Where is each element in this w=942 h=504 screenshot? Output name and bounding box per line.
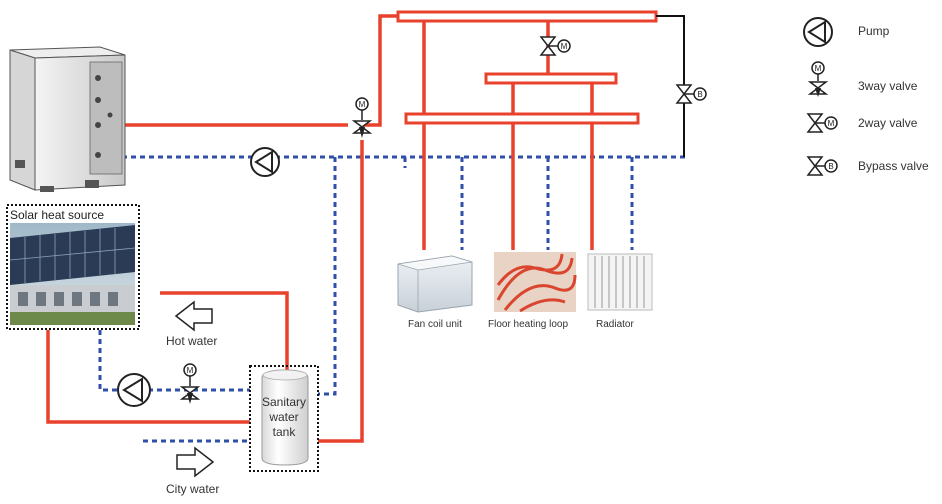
solar-hot-out: [160, 293, 287, 370]
legend-pump-icon: [804, 18, 832, 46]
legend-bypass-label: Bypass valve: [858, 159, 929, 173]
riser-to-header: [362, 16, 398, 125]
solar-image: [10, 223, 135, 325]
return-drop-tank: [318, 157, 335, 394]
tank-supply: [318, 140, 362, 441]
solar-heat-source-label: Solar heat source: [8, 208, 106, 222]
tank-label-line2: water: [254, 410, 314, 425]
top-header: [398, 12, 656, 21]
floor-heating-label: Floor heating loop: [488, 319, 568, 330]
hot-water-label: Hot water: [166, 334, 217, 348]
mid-header: [486, 74, 616, 83]
legend: [804, 18, 837, 175]
legend-three-way-label: 3way valve: [858, 79, 917, 93]
valve-mark-m: M: [828, 119, 835, 128]
valve-mark-b: B: [697, 90, 702, 99]
fan-coil-image: [398, 256, 472, 312]
valve-mark-m: M: [815, 64, 822, 73]
fan-coil-label: Fan coil unit: [408, 319, 462, 330]
valve-mark-m: M: [561, 42, 568, 51]
legend-pump-label: Pump: [858, 24, 889, 38]
valve-mark-b: B: [828, 162, 833, 171]
legend-two-way-label: 2way valve: [858, 116, 917, 130]
floor-heating-image: [494, 252, 576, 312]
radiator-label: Radiator: [596, 319, 634, 330]
radiator-image: [588, 254, 652, 310]
low-header: [406, 114, 638, 123]
header-bars: [398, 12, 656, 123]
valve-mark-m: M: [187, 366, 194, 375]
tank-label: Sanitary water tank: [254, 395, 314, 440]
pump-icon: [251, 148, 279, 176]
solar-supply-loop: [48, 330, 250, 422]
hot-water-arrow-icon: [176, 302, 212, 330]
city-water-label: City water: [166, 482, 219, 496]
city-water-arrow-icon: [177, 448, 213, 476]
pump-icon: [118, 374, 150, 406]
heat-pump-unit: [10, 47, 125, 192]
valve-mark-m: M: [359, 100, 366, 109]
tank-label-line3: tank: [254, 425, 314, 440]
tank-label-line1: Sanitary: [254, 395, 314, 410]
